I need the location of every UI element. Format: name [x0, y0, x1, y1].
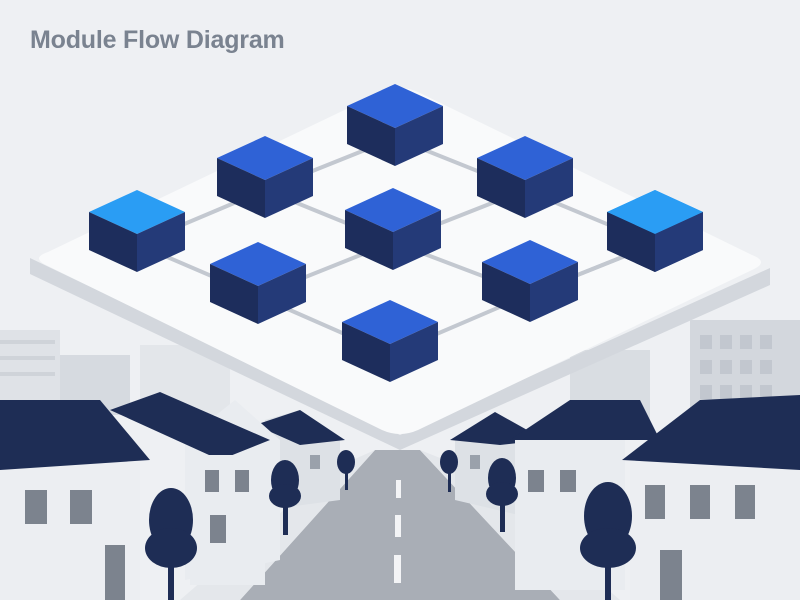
window: [235, 470, 249, 492]
page-title: Module Flow Diagram: [30, 26, 285, 54]
window: [735, 485, 755, 519]
cube-left-face: [342, 322, 390, 382]
module-cube-m10[interactable]: [342, 300, 438, 382]
house-left-mid-wall: [190, 455, 265, 585]
building-left-stripe: [0, 356, 55, 360]
cube-right-face: [258, 264, 306, 324]
roof-left-far: [255, 410, 345, 445]
cube-left-face: [347, 106, 395, 166]
roof-left-mid: [110, 392, 270, 460]
window: [25, 490, 47, 524]
cube-right-face: [137, 212, 185, 272]
module-cube-m2[interactable]: [217, 136, 313, 218]
building-left-stripe: [0, 340, 55, 344]
cube-right-face: [390, 322, 438, 382]
tree-right-far: [440, 450, 458, 492]
cube-right-face: [525, 158, 573, 218]
tree-right-mid: [486, 458, 518, 532]
modules: [89, 84, 703, 382]
building-left-stripe: [0, 372, 55, 376]
tree-right-near: [580, 482, 636, 600]
module-cube-m4[interactable]: [89, 190, 185, 272]
window: [205, 470, 219, 492]
cube-left-face: [210, 264, 258, 324]
cube-right-face: [393, 210, 441, 270]
tree-left-near: [145, 488, 197, 600]
cube-right-face: [395, 106, 443, 166]
roof-right-mid: [510, 400, 660, 440]
roof-right-near: [622, 395, 800, 470]
cube-left-face: [477, 158, 525, 218]
roof-left-near: [0, 400, 150, 470]
module-cube-m8[interactable]: [482, 240, 578, 322]
module-cube-m1[interactable]: [347, 84, 443, 166]
module-cube-m3[interactable]: [477, 136, 573, 218]
cube-left-face: [607, 212, 655, 272]
trees: [145, 450, 636, 600]
window: [690, 485, 710, 519]
cube-right-face: [530, 262, 578, 322]
tree-left-mid: [269, 460, 301, 535]
houses-left: [0, 392, 345, 600]
module-cube-m5[interactable]: [345, 188, 441, 270]
module-cube-m9[interactable]: [607, 190, 703, 272]
window: [528, 470, 544, 492]
door: [210, 515, 226, 543]
window: [70, 490, 92, 524]
window: [310, 455, 320, 469]
tree-left-far: [337, 450, 355, 490]
house-right-near: [630, 455, 800, 600]
module-cube-m7[interactable]: [210, 242, 306, 324]
lane-mark: [395, 515, 401, 537]
cube-left-face: [217, 158, 265, 218]
cube-left-face: [345, 210, 393, 270]
door: [660, 550, 682, 600]
cube-left-face: [89, 212, 137, 272]
lane-mark: [396, 480, 401, 498]
door: [105, 545, 125, 600]
cube-right-face: [265, 158, 313, 218]
window: [645, 485, 665, 519]
houses-right: [450, 395, 800, 600]
window: [560, 470, 576, 492]
building-right-windows: [700, 335, 772, 399]
cube-left-face: [482, 262, 530, 322]
window: [470, 455, 480, 469]
cube-right-face: [655, 212, 703, 272]
lane-mark: [394, 555, 401, 583]
